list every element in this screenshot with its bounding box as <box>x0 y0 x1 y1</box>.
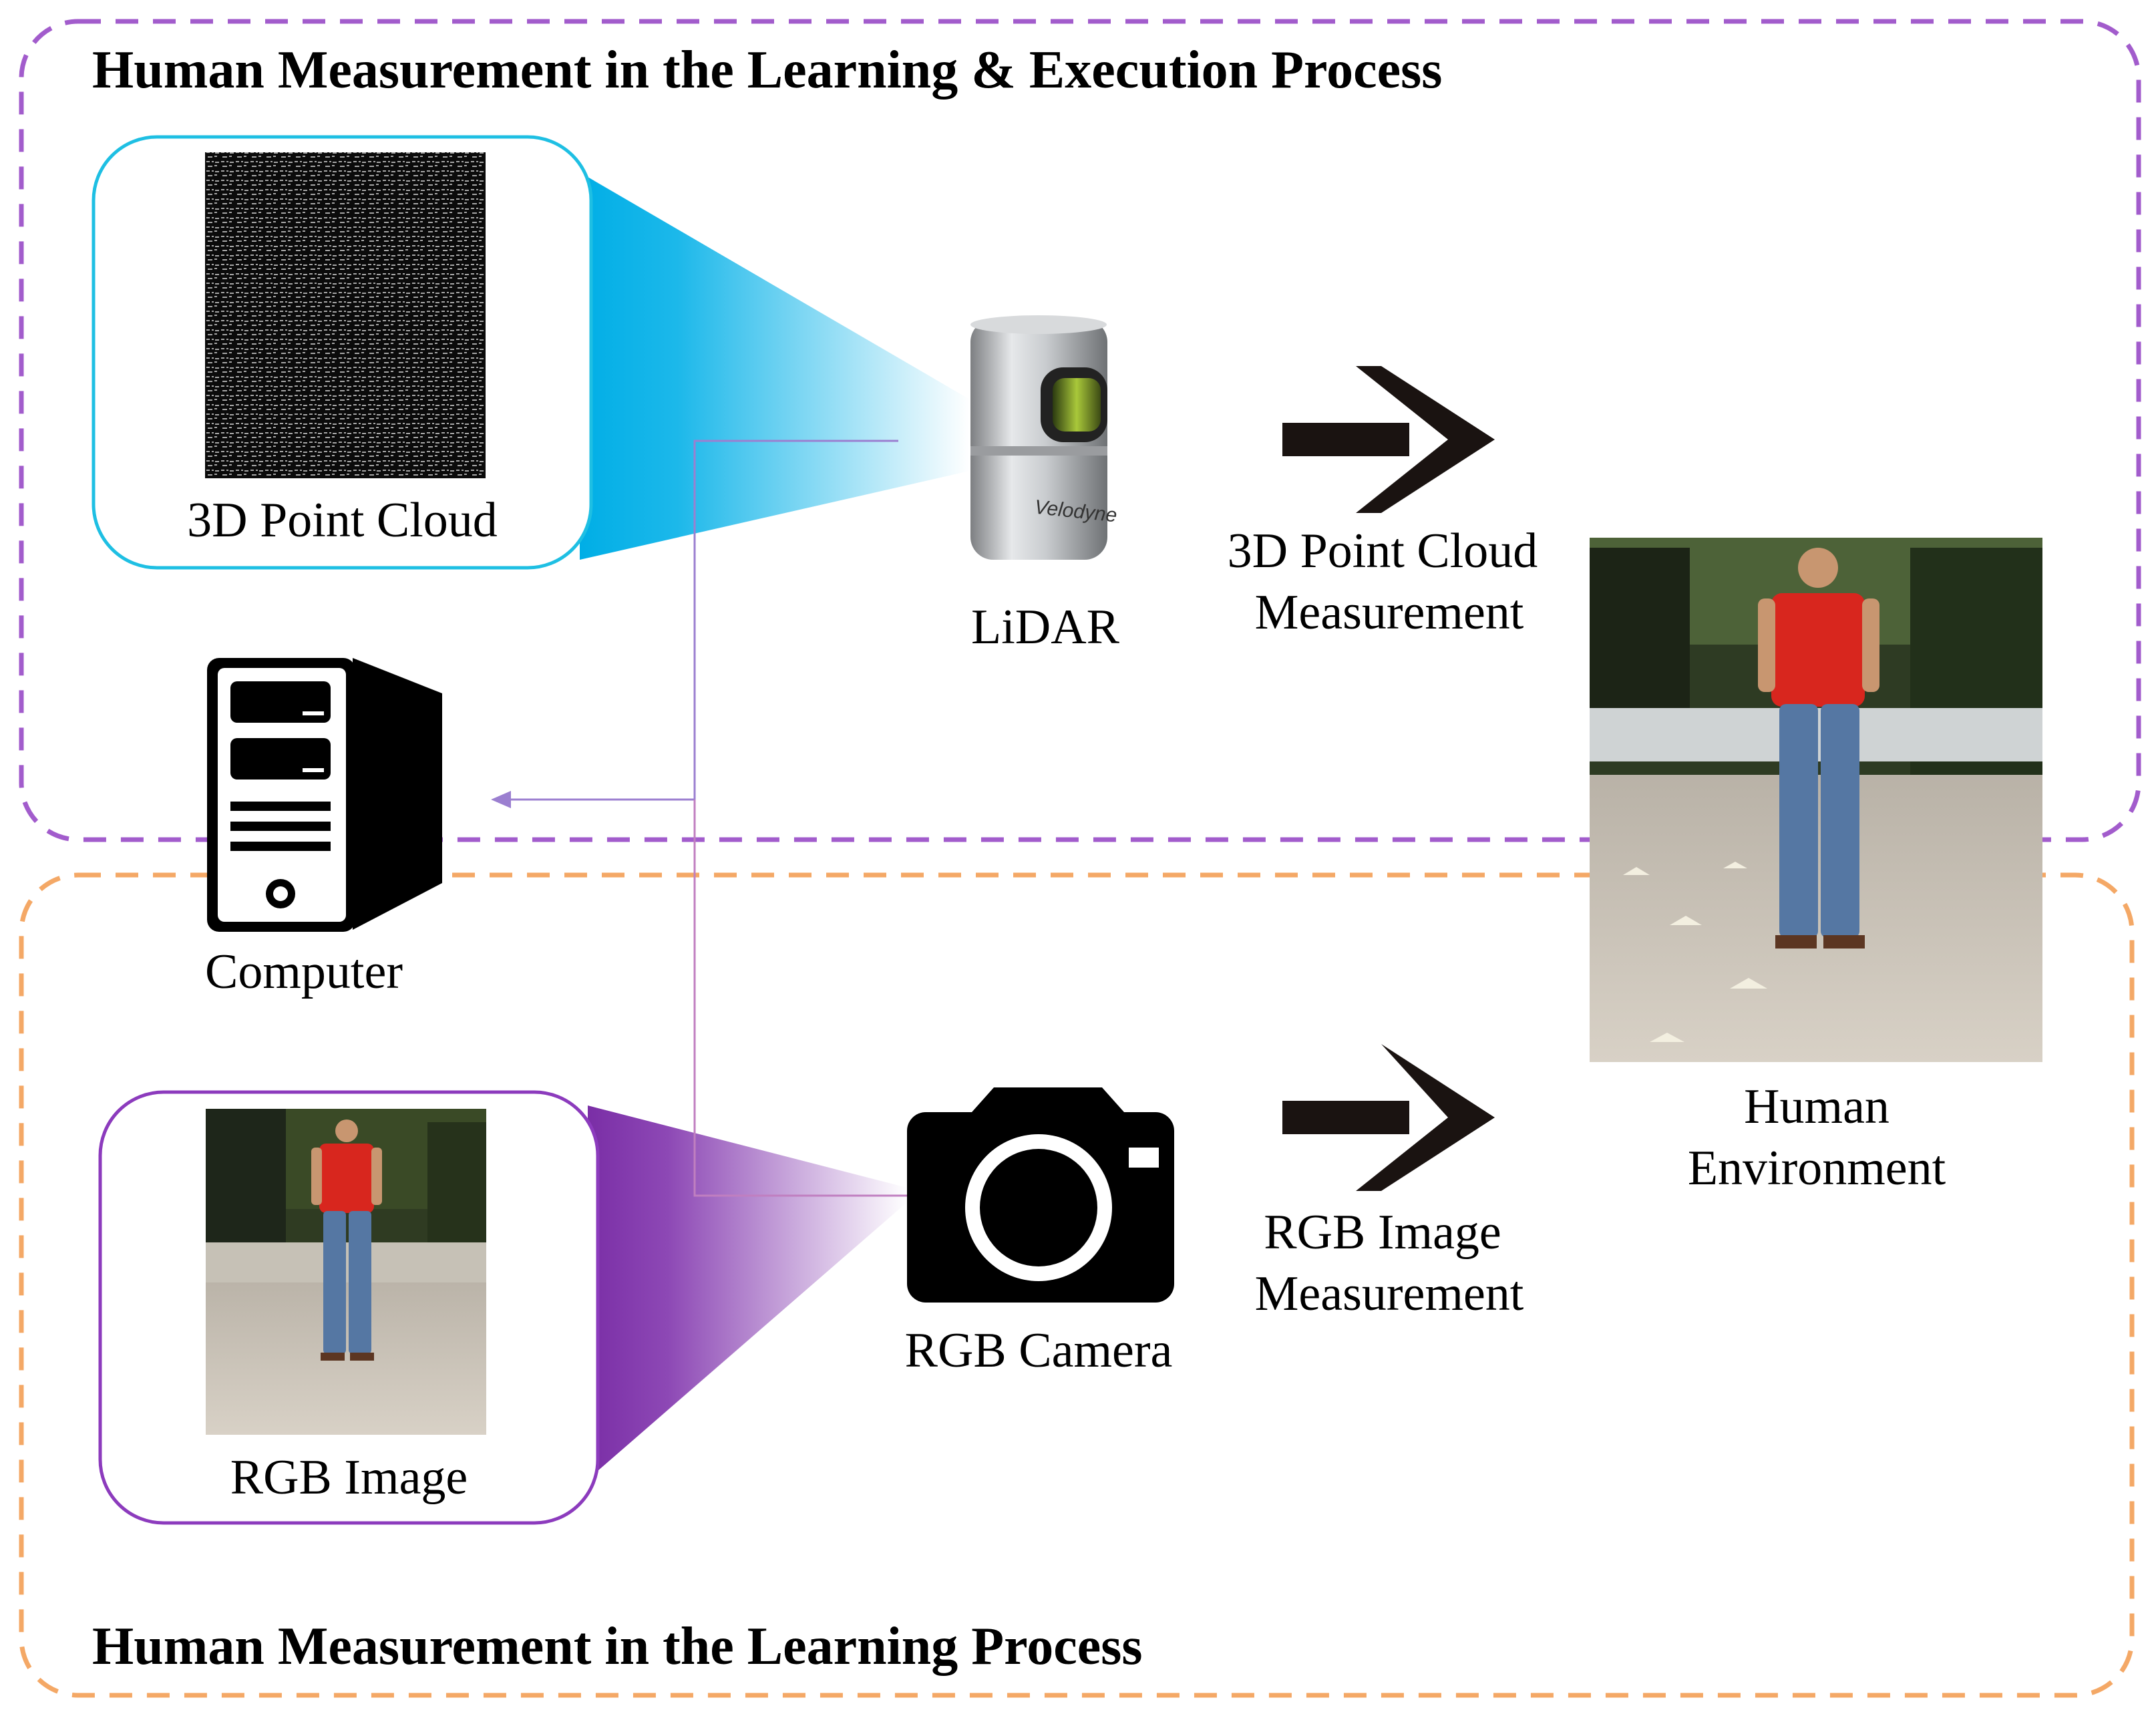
top-group-border <box>19 19 2141 842</box>
rgb-image-label: RGB Image <box>230 1450 468 1505</box>
computer-label: Computer <box>205 944 403 999</box>
lidar-label: LiDAR <box>971 600 1119 655</box>
point-cloud-arrow <box>1282 366 1495 513</box>
pc-measurement-label-line2: Measurement <box>1254 585 1524 640</box>
rgb-image-thumbnail <box>206 1109 486 1435</box>
computer-icon <box>207 658 442 932</box>
lidar-icon <box>970 315 1107 560</box>
top-section-title: Human Measurement in the Learning & Exec… <box>92 41 1443 100</box>
human-environment-label-line1: Human <box>1744 1079 1890 1134</box>
point-cloud-image <box>205 152 486 478</box>
rgb-arrow <box>1282 1044 1495 1191</box>
camera-beam <box>588 1105 907 1480</box>
rgb-camera-label: RGB Camera <box>904 1323 1173 1378</box>
camera-icon <box>907 1087 1174 1303</box>
rgb-measurement-label-line2: Measurement <box>1254 1266 1524 1321</box>
lidar-beam <box>580 172 970 560</box>
pc-measurement-label-line1: 3D Point Cloud <box>1227 524 1538 578</box>
sensor-to-computer-connector <box>491 440 907 1197</box>
point-cloud-label: 3D Point Cloud <box>187 493 498 548</box>
bottom-group-border <box>19 872 2135 1698</box>
human-environment-image <box>1590 538 2042 1062</box>
human-environment-label-line2: Environment <box>1687 1141 1946 1196</box>
rgb-measurement-label-line1: RGB Image <box>1264 1205 1501 1260</box>
bottom-section-title: Human Measurement in the Learning Proces… <box>92 1617 1143 1676</box>
